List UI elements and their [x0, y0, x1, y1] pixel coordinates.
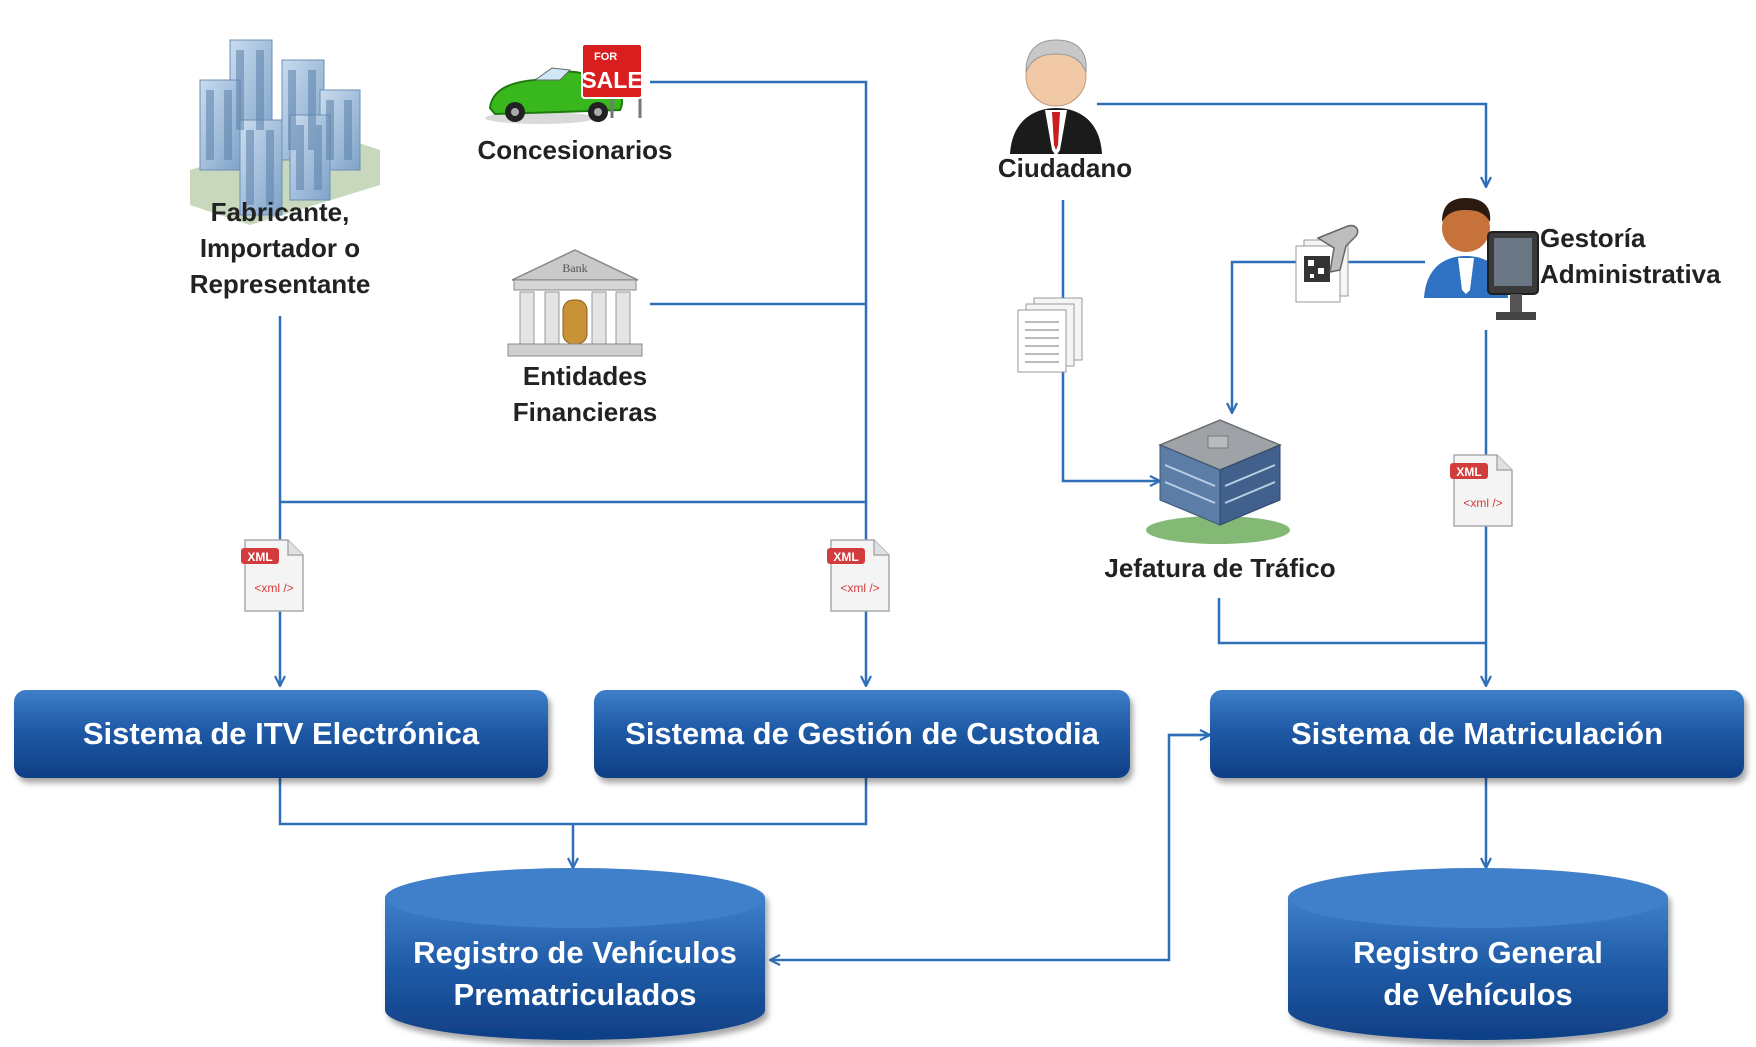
xml-tag: <xml /> [840, 581, 879, 595]
barcode-scanner-icon [1295, 224, 1359, 303]
connector-jefatura-to-matriculacion [1217, 598, 1486, 645]
registro-general-label: Registro General de Vehículos [1353, 935, 1603, 1012]
actor-concesionarios-label: Concesionarios [477, 135, 673, 165]
registro-prematriculados-label: Registro de Vehículos Prematriculados [413, 935, 737, 1012]
arrow-gestoria-to-jefatura [1232, 260, 1425, 413]
for-sale-sign-text: SALE [581, 67, 642, 93]
office-buildings-icon [190, 39, 380, 225]
xml-tag: <xml /> [254, 581, 293, 595]
arrow-ciudadano-to-jefatura [1061, 200, 1160, 481]
registro-prematriculados-db [385, 868, 765, 1040]
actor-gestoria-label: Gestoría Administrativa [1540, 223, 1721, 289]
system-matriculacion-box: Sistema de Matriculación [1210, 690, 1744, 778]
xml-file-icon: XML <xml /> [1450, 454, 1513, 527]
for-sale-sign-top: FOR [594, 51, 617, 63]
traffic-office-building-icon [1146, 419, 1290, 544]
arrow-ciudadano-to-gestoria [1097, 102, 1486, 187]
xml-tag: <xml /> [1463, 496, 1502, 510]
actor-ciudadano-label: Ciudadano [997, 153, 1133, 183]
actor-jefatura-label: Jefatura de Tráfico [1104, 553, 1336, 583]
xml-badge: XML [247, 550, 272, 564]
documents-icon [1017, 297, 1083, 373]
system-itv-box: Sistema de ITV Electrónica [14, 690, 548, 778]
connector-systems-to-prematriculados [278, 772, 868, 826]
xml-file-icon: XML <xml /> [241, 539, 304, 612]
bank-icon: Bank [507, 249, 643, 357]
xml-badge: XML [1456, 465, 1481, 479]
bank-sign: Bank [562, 261, 587, 275]
system-custodia-box: Sistema de Gestión de Custodia [594, 690, 1130, 778]
citizen-person-icon [1010, 39, 1102, 156]
person-at-computer-icon [1424, 198, 1539, 320]
connector-concesionarios [650, 80, 868, 502]
xml-badge: XML [833, 550, 858, 564]
car-for-sale-icon: FOR SALE [485, 43, 643, 124]
actor-entidades-label: Entidades Financieras [512, 361, 658, 427]
actor-fabricante-label: Fabricante, Importador o Representante [189, 197, 371, 299]
registro-general-db [1288, 868, 1668, 1040]
xml-file-icon: XML <xml /> [827, 539, 890, 612]
